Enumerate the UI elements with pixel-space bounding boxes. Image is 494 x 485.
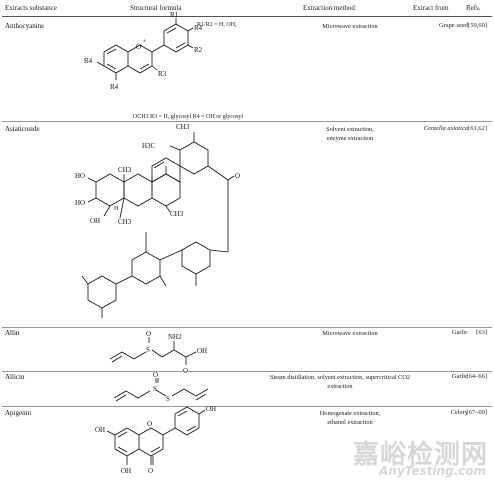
- allicin-structure: S S O: [113, 371, 209, 403]
- method-apigenin: Homogenate extraction, ethanol extractio…: [290, 409, 410, 427]
- header-method: Extraction method: [303, 4, 355, 12]
- header-refs: Refs.: [466, 4, 481, 12]
- method-allicin: Steam distillation, solvent extraction, …: [245, 373, 435, 391]
- substance-allicin: Allicin: [5, 373, 25, 381]
- asiaticoside-structure: CH3 H3C CH3 CH3 CH3 HO HO OH H O: [75, 123, 240, 318]
- allin-oh-label: OH: [197, 347, 207, 355]
- asiaticoside-ch3-c-label: CH3: [118, 218, 132, 226]
- from-asiaticoside: Centella asiatica: [423, 125, 468, 132]
- row-divider-2: [2, 327, 492, 328]
- allin-structure: S O NH2 O OH: [109, 330, 207, 375]
- header-formula: Structural formula: [130, 4, 182, 12]
- method-apigenin-line1: Homogenate extraction,: [319, 410, 381, 417]
- asiaticoside-ch2oh-label: OH: [90, 217, 100, 225]
- substance-asiaticoside: Asiaticoside: [5, 125, 40, 133]
- refs-allicin: [64–66]: [466, 373, 487, 380]
- header-substance: Extracts substance: [5, 4, 57, 12]
- refs-asiaticoside: [61,62]: [468, 125, 487, 132]
- anthocyanin-r4-label: R4: [194, 24, 203, 32]
- allin-sulfur-label: S: [146, 346, 150, 354]
- apigenin-oh-7-label: OH: [95, 426, 105, 434]
- substance-anthocyanins: Anthocyanins: [5, 22, 44, 30]
- apigenin-structure: O O OH OH OH: [95, 405, 216, 475]
- anthocyanin-r4-bottom-label: R4: [110, 83, 119, 91]
- allin-sulfoxide-o-label: O: [146, 330, 151, 338]
- asiaticoside-ch3-a-label: CH3: [118, 166, 132, 174]
- asiaticoside-ho2-label: HO: [75, 199, 85, 207]
- watermark-cn: 嘉峪检测网: [352, 440, 488, 470]
- refs-anthocyanins: [59,60]: [468, 22, 487, 29]
- anthocyanin-r2-label: R2: [194, 46, 203, 54]
- from-apigenin: Celery: [450, 409, 468, 416]
- allicin-sulfur2-label: S: [166, 395, 170, 403]
- anthocyanin-r4-left-label: R4: [84, 57, 93, 65]
- method-asiaticoside: Solvent extraction, enzyme extraction: [290, 125, 410, 143]
- method-apigenin-line2: ethanol extraction: [327, 419, 373, 426]
- method-allin: Microwave extraction: [322, 330, 378, 337]
- apigenin-carbonyl-o-label: O: [148, 467, 153, 475]
- watermark-en: AnyTesting.com: [379, 464, 486, 478]
- apigenin-ring-o-label: O: [147, 420, 152, 428]
- note-anthocyanins-r1r2: R1/R2 = H, OH,: [197, 22, 237, 28]
- from-allicin: Garlic: [451, 373, 468, 380]
- anthocyanin-r1-label: R1: [170, 11, 179, 19]
- anthocyanin-structure: O + R1 R4 R2 R3 R4 R4: [84, 11, 203, 91]
- method-asiaticoside-line2: enzyme extraction: [326, 135, 374, 142]
- substance-apigenin: Apigenin: [5, 409, 32, 417]
- asiaticoside-ho-label: HO: [75, 172, 85, 180]
- apigenin-oh-4prime-label: OH: [206, 405, 216, 413]
- header-rule: [2, 16, 492, 17]
- row-divider-1: [2, 121, 492, 122]
- cation-charge-label: +: [143, 39, 147, 45]
- asiaticoside-h-label: H: [114, 206, 119, 212]
- row-divider-3: [2, 371, 492, 372]
- header-from: Extract from: [413, 4, 449, 12]
- method-allicin-line2: extraction: [327, 383, 353, 390]
- row-divider-4: [2, 406, 492, 407]
- substance-allin: Allin: [5, 329, 20, 337]
- note-anthocyanins-substituents: OCH3 R3 = H, glycosyl R4 = OH or glycosy…: [133, 114, 244, 120]
- anthocyanin-r3-label: R3: [158, 70, 167, 78]
- method-asiaticoside-line1: Solvent extraction,: [326, 126, 374, 133]
- allin-nh2-label: NH2: [168, 333, 182, 341]
- ring-oxygen-label: O: [136, 43, 141, 51]
- asiaticoside-ch3-top-label: CH3: [176, 123, 190, 131]
- from-allin: Garlic: [451, 329, 468, 336]
- asiaticoside-h3c-label: H3C: [142, 142, 156, 150]
- allicin-oxygen-label: O: [153, 371, 158, 379]
- from-anthocyanins: Grape seed: [438, 22, 468, 29]
- asiaticoside-carbonyl-o-label: O: [235, 172, 240, 180]
- allicin-sulfur1-label: S: [153, 385, 157, 393]
- apigenin-oh-5-label: OH: [121, 467, 131, 475]
- asiaticoside-ch3-b-label: CH3: [170, 210, 184, 218]
- refs-apigenin: [67–69]: [466, 409, 487, 416]
- refs-allin: [63]: [476, 329, 487, 336]
- method-allicin-line1: Steam distillation, solvent extraction, …: [269, 374, 411, 381]
- method-anthocyanins: Microwave extraction: [322, 23, 378, 30]
